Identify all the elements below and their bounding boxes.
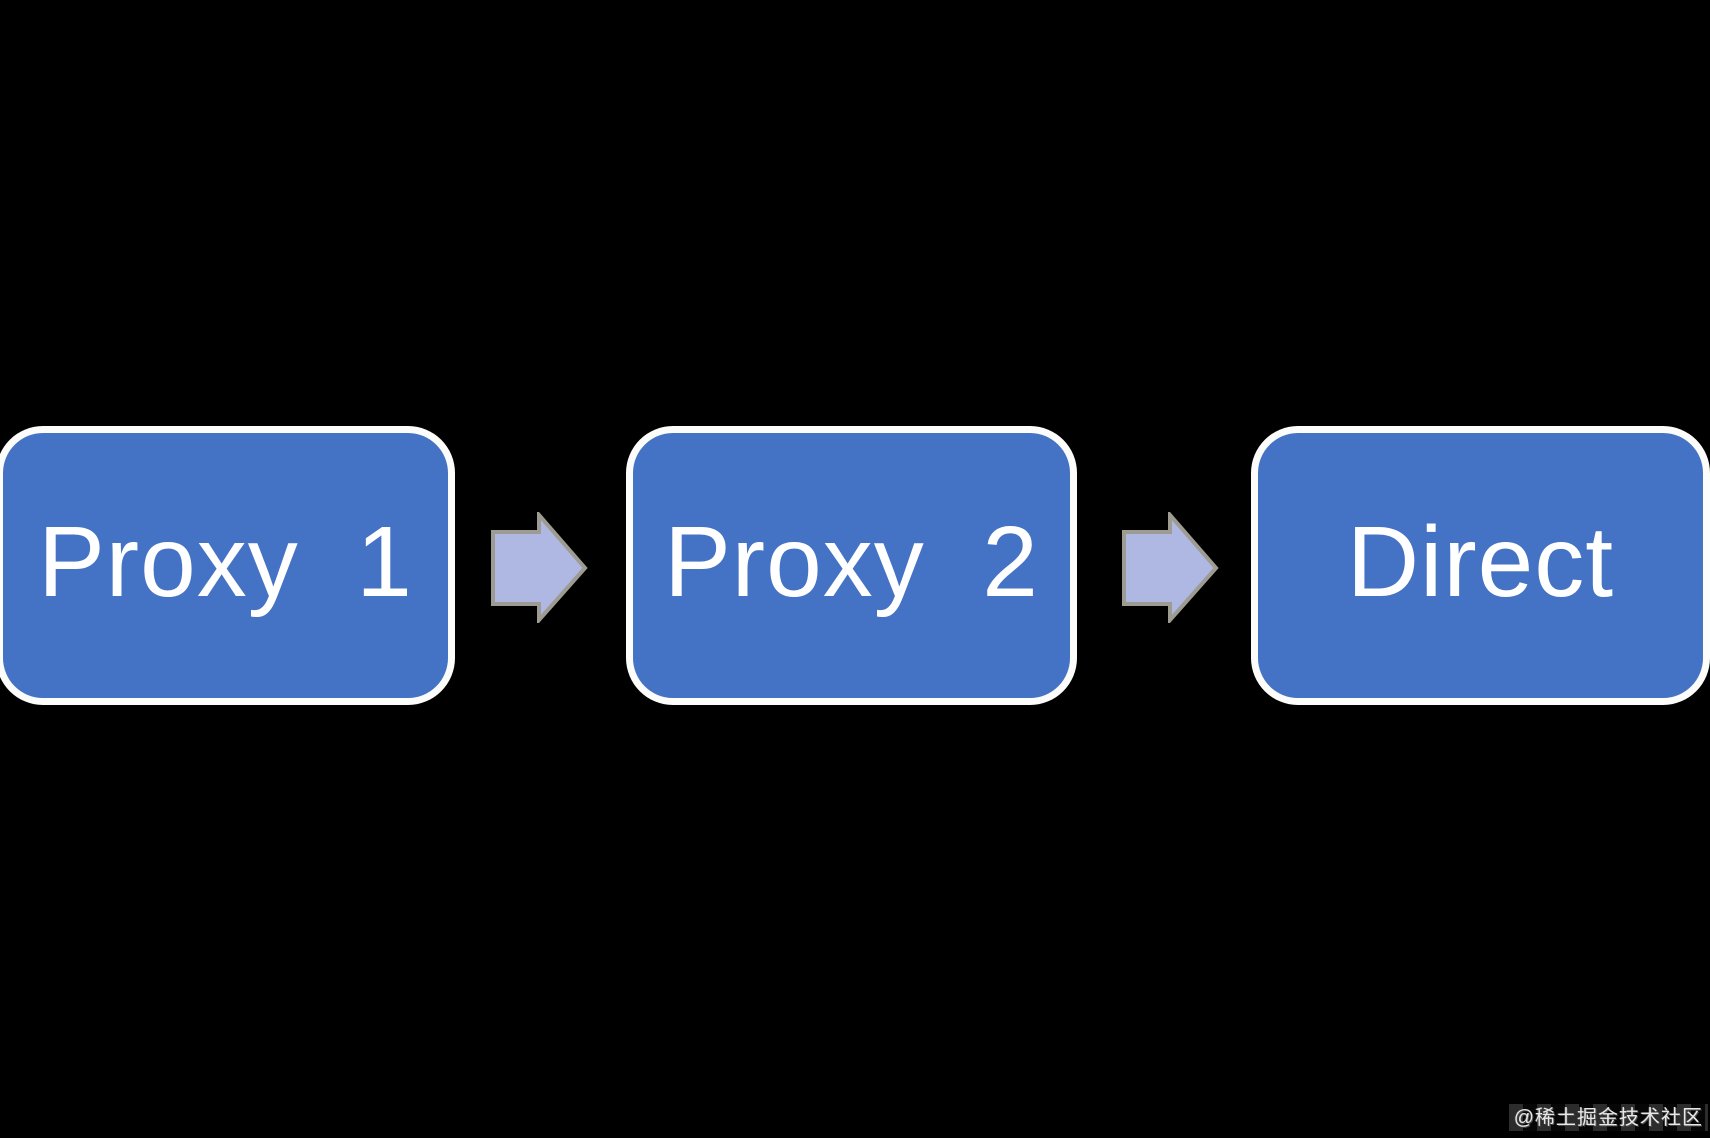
flow-arrow-icon: [491, 512, 588, 623]
node-proxy-2: Proxy 2: [633, 433, 1070, 698]
node-direct: Direct: [1258, 433, 1703, 698]
flow-arrow-icon: [1122, 512, 1219, 623]
node-direct-label: Direct: [1346, 505, 1615, 618]
watermark: @稀土掘金技术社区: [1508, 1104, 1708, 1131]
node-proxy-1-label: Proxy 1: [38, 505, 413, 618]
node-proxy-2-label: Proxy 2: [664, 505, 1039, 618]
node-proxy-1: Proxy 1: [3, 433, 448, 698]
